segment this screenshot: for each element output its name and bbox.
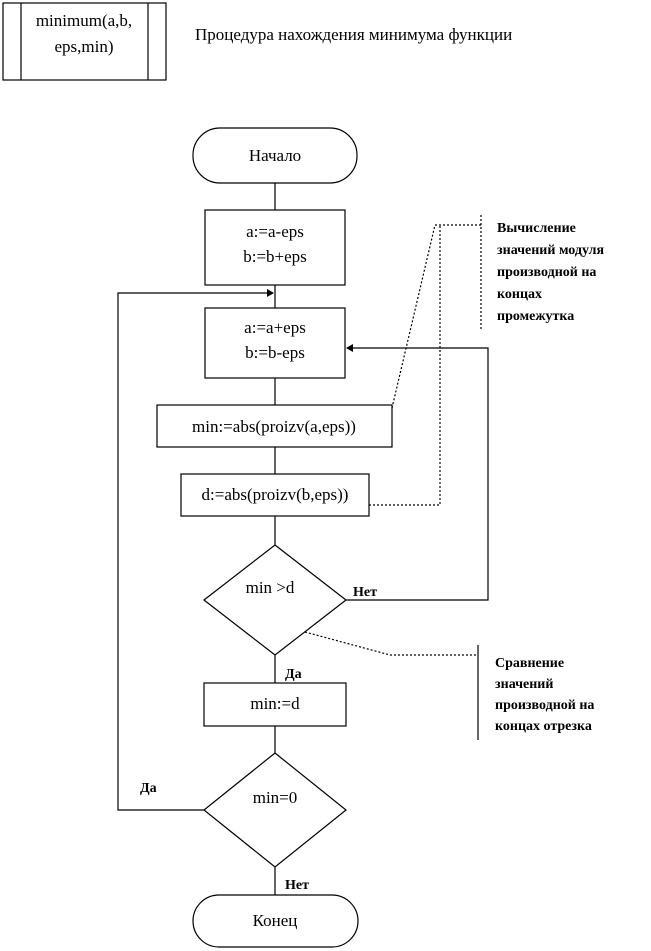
procedure-description: Процедура нахождения минимума функции — [195, 25, 512, 44]
step-line1: a:=a+eps — [244, 318, 306, 337]
procedure-name-line1: minimum(a,b, — [36, 11, 132, 30]
note1-line1: Вычисление — [497, 221, 576, 236]
note2-line1: Сравнение — [495, 656, 564, 671]
init-line1: a:=a-eps — [246, 222, 304, 241]
cond1-no-loop — [346, 344, 489, 601]
note1-line4: концах — [497, 287, 542, 302]
start-label: Начало — [249, 146, 301, 165]
procedure-name-line2: eps,min) — [54, 37, 113, 56]
decision-min-gt-d: min >d — [203, 544, 347, 656]
comment-compare: Сравнение значений производной на концах… — [304, 631, 594, 740]
assign-label: min:=d — [250, 694, 300, 713]
calc-min-label: min:=abs(proizv(a,eps)) — [192, 417, 356, 436]
init-block: a:=a-eps b:=b+eps — [204, 209, 346, 286]
cond1-no-label: Нет — [353, 585, 377, 600]
cond1-label: min >d — [246, 578, 295, 597]
start-terminator: Начало — [192, 127, 358, 184]
note1-line5: промежутка — [497, 309, 574, 324]
calc-min-block: min:=abs(proizv(a,eps)) — [156, 404, 393, 448]
step-block: a:=a+eps b:=b-eps — [204, 307, 346, 379]
cond2-yes-loop — [117, 289, 274, 811]
note1-line2: значений модуля — [497, 243, 604, 258]
calc-d-block: d:=abs(proizv(b,eps)) — [180, 473, 370, 517]
cond1-yes-label: Да — [285, 667, 302, 682]
assign-block: min:=d — [203, 682, 347, 727]
procedure-block: minimum(a,b, eps,min) — [2, 2, 167, 81]
note2-line4: концах отрезка — [495, 719, 592, 734]
note2-line2: значений — [495, 677, 553, 692]
end-label: Конец — [253, 911, 298, 930]
end-terminator: Конец — [192, 894, 359, 948]
decision-min-eq-0: min=0 — [203, 752, 347, 868]
cond2-label: min=0 — [253, 788, 298, 807]
comment-derivative-ends: Вычисление значений модуля производной н… — [369, 215, 604, 506]
init-line2: b:=b+eps — [243, 247, 307, 266]
cond2-yes-label: Да — [140, 781, 157, 796]
note2-line3: производной на — [495, 698, 594, 713]
step-line2: b:=b-eps — [245, 343, 305, 362]
cond2-no-label: Нет — [285, 878, 309, 893]
note1-line3: производной на — [497, 265, 596, 280]
calc-d-label: d:=abs(proizv(b,eps)) — [202, 485, 349, 504]
